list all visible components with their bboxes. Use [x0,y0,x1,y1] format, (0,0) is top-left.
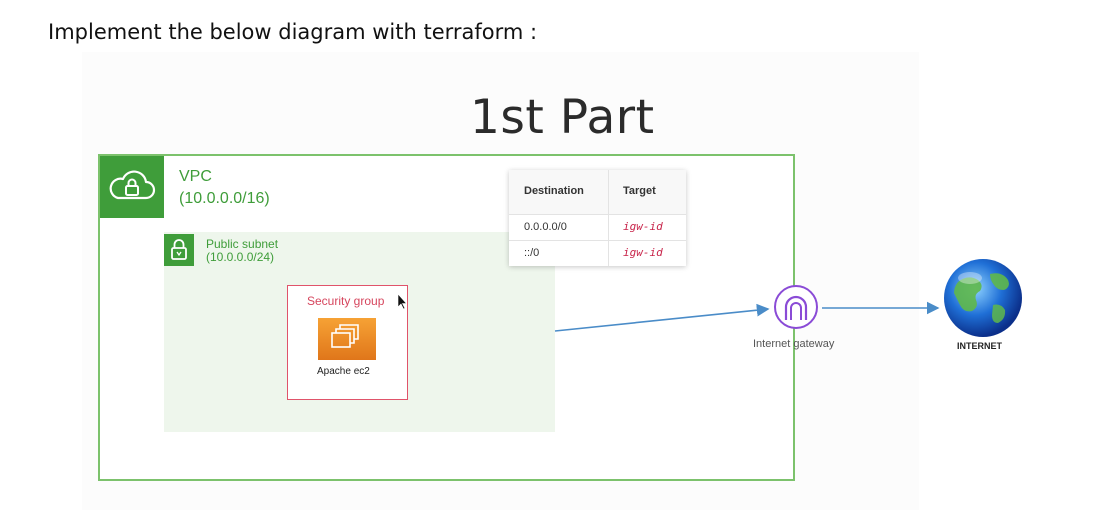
column-header-target: Target [623,185,656,197]
vpc-label: VPC (10.0.0.0/16) [179,166,270,210]
route-row: ::/0 igw-id [509,240,686,266]
diagram-title: 1st Part [470,90,655,145]
internet-label: INTERNET [957,341,1002,351]
mouse-cursor-icon [397,293,408,310]
route-destination: ::/0 [524,247,540,259]
subnet-to-gateway-arrow [554,303,770,332]
route-table-column-divider [608,170,609,266]
ec2-instance-tile [318,318,376,360]
padlock-icon [171,239,187,260]
subnet-cidr: (10.0.0.0/24) [206,250,275,264]
route-table-header: Destination Target [509,170,686,215]
vpc-cidr: (10.0.0.0/16) [179,190,270,207]
route-target: igw-id [623,220,663,233]
route-target: igw-id [623,246,663,259]
route-table: Destination Target 0.0.0.0/0 igw-id ::/0… [509,170,686,266]
subnet-icon-tile [164,234,194,266]
internet-gateway-icon [774,285,818,329]
ec2-instances-icon [331,324,359,348]
globe-icon [944,259,1022,337]
subnet-label: Public subnet (10.0.0.0/24) [206,238,278,264]
column-header-destination: Destination [524,185,584,197]
ec2-label: Apache ec2 [317,366,370,377]
subnet-name: Public subnet [206,237,279,251]
vpc-name: VPC [179,168,212,185]
cloud-lock-icon [109,170,156,200]
vpc-icon-tile [100,156,164,218]
security-group-label: Security group [307,294,385,308]
route-destination: 0.0.0.0/0 [524,221,567,233]
route-row: 0.0.0.0/0 igw-id [509,215,686,240]
page-heading: Implement the below diagram with terrafo… [48,20,538,44]
internet-gateway-label: Internet gateway [753,338,835,350]
